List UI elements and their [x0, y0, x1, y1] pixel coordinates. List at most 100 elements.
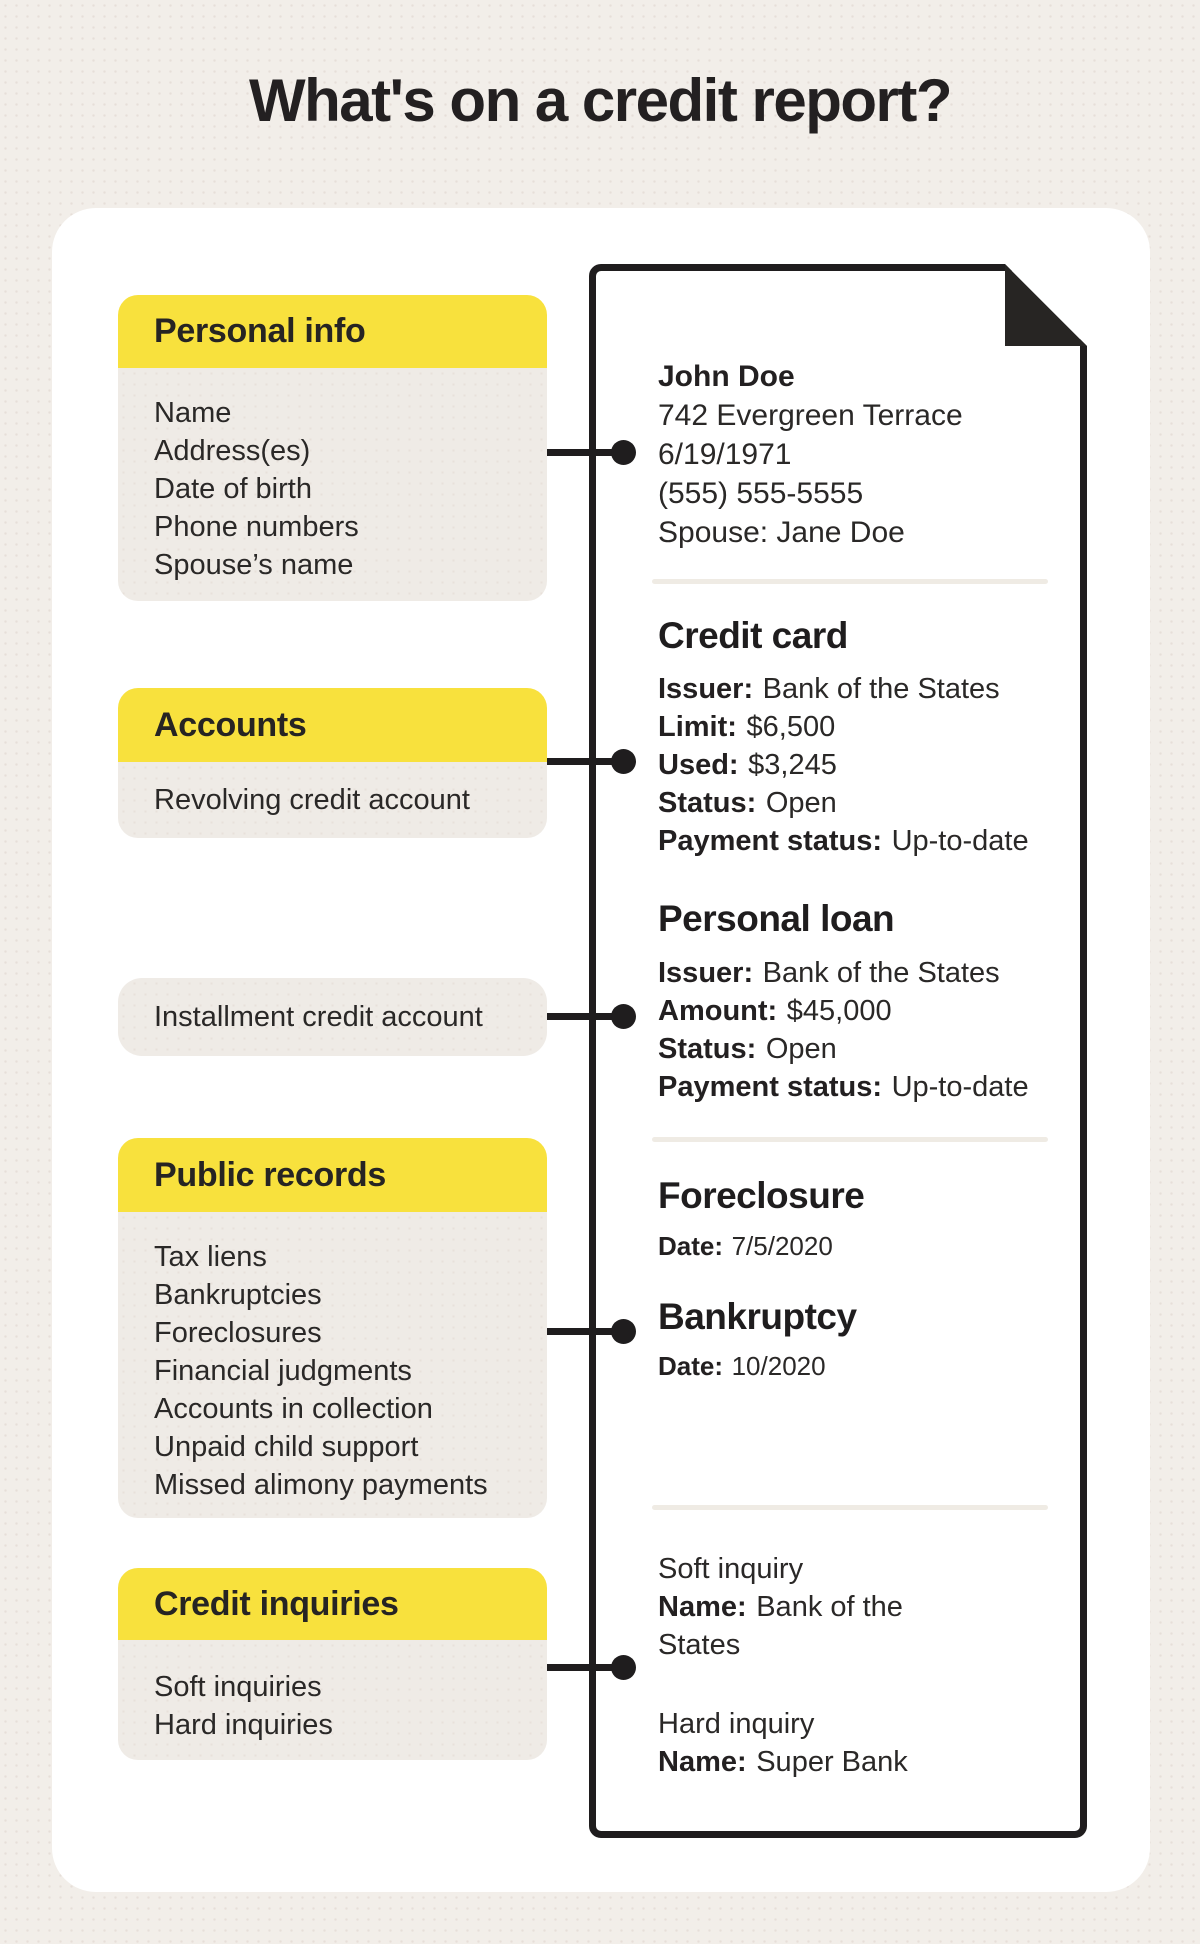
page-title: What's on a credit report? [248, 67, 953, 134]
list-item: Spouse’s name [154, 549, 354, 581]
panel-installment: Installment credit account [118, 978, 547, 1056]
doc-row: Issuer:Bank of the States [658, 670, 1058, 708]
connector-dot [611, 749, 636, 774]
doc-row: Issuer:Bank of the States [658, 954, 1058, 992]
row-label: Date: [658, 1351, 724, 1381]
doc-divider [652, 1505, 1048, 1510]
doc-bankruptcy-heading: Bankruptcy [658, 1294, 1058, 1340]
list-item: Phone numbers [154, 511, 359, 543]
row-value: Bank of the States [658, 1591, 903, 1661]
list-item: Missed alimony payments [154, 1469, 488, 1501]
connector-dot [611, 1319, 636, 1344]
doc-foreclosure-rows: Date:7/5/2020 [658, 1229, 1058, 1263]
doc-row: Name: Super Bank [658, 1743, 943, 1781]
list-item: Hard inquiries [154, 1709, 333, 1741]
list-item: Installment credit account [154, 1001, 483, 1033]
row-value: Open [765, 1033, 837, 1065]
row-label: Status: [658, 787, 757, 819]
panel-credit-inquiries-body: Soft inquiries Hard inquiries [118, 1640, 547, 1760]
panel-accounts-body: Revolving credit account [118, 762, 547, 838]
connector-dot [611, 1655, 636, 1680]
panel-credit-inquiries: Credit inquiries Soft inquiries Hard inq… [118, 1568, 547, 1760]
row-label: Status: [658, 1033, 757, 1065]
row-value: Bank of the States [762, 673, 1000, 705]
row-value: $3,245 [748, 749, 837, 781]
row-label: Date: [658, 1231, 724, 1261]
doc-row: Date:10/2020 [658, 1349, 1058, 1383]
row-value: Super Bank [756, 1746, 908, 1778]
list-item: Unpaid child support [154, 1431, 419, 1463]
connector-line [547, 1013, 625, 1020]
doc-personal-loan-heading: Personal loan [658, 896, 1058, 942]
panel-personal-info-body: Name Address(es) Date of birth Phone num… [118, 368, 547, 601]
section-heading: Personal loan [658, 898, 895, 939]
section-heading: Credit card [658, 615, 848, 656]
doc-person-spouse: Spouse: Jane Doe [658, 516, 905, 549]
doc-personal-loan-rows: Issuer:Bank of the States Amount:$45,000… [658, 954, 1058, 1106]
connector-line [547, 758, 625, 765]
list-item: Address(es) [154, 435, 311, 467]
list-item: Bankruptcies [154, 1279, 322, 1311]
doc-row: Amount:$45,000 [658, 992, 1058, 1030]
panel-public-records-header: Public records [118, 1138, 547, 1212]
doc-person-name: John Doe [658, 360, 795, 393]
doc-row: Payment status:Up-to-date [658, 1068, 1058, 1106]
doc-personal-block: John Doe 742 Evergreen Terrace 6/19/1971… [658, 357, 1058, 552]
panel-public-records-body: Tax liens Bankruptcies Foreclosures Fina… [118, 1212, 547, 1518]
panel-installment-body: Installment credit account [118, 978, 547, 1056]
row-label: Payment status: [658, 825, 883, 857]
connector-dot [611, 440, 636, 465]
list-item: Soft inquiries [154, 1671, 322, 1703]
list-item: Accounts in collection [154, 1393, 433, 1425]
row-label: Payment status: [658, 1071, 883, 1103]
list-item: Date of birth [154, 473, 312, 505]
list-item: Financial judgments [154, 1355, 412, 1387]
list-item: Name [154, 397, 232, 429]
connector-line [547, 449, 625, 456]
doc-soft-inquiry-block: Soft inquiry Name:Bank of the States [658, 1550, 943, 1664]
doc-credit-card-rows: Issuer:Bank of the States Limit:$6,500 U… [658, 670, 1058, 860]
panel-accounts-header: Accounts [118, 688, 547, 762]
doc-person-dob: 6/19/1971 [658, 438, 792, 471]
list-item: Foreclosures [154, 1317, 322, 1349]
row-label: Name: [658, 1591, 747, 1623]
panel-personal-info: Personal info Name Address(es) Date of b… [118, 295, 547, 601]
panel-accounts: Accounts Revolving credit account [118, 688, 547, 838]
doc-foreclosure-heading: Foreclosure [658, 1173, 1058, 1219]
row-value: 7/5/2020 [731, 1231, 833, 1261]
row-value: $45,000 [786, 995, 892, 1027]
row-value: Bank of the States [762, 957, 1000, 989]
section-heading: Foreclosure [658, 1175, 865, 1216]
row-label: Name: [658, 1746, 747, 1778]
panel-credit-inquiries-header: Credit inquiries [118, 1568, 547, 1640]
list-item: Tax liens [154, 1241, 267, 1273]
row-value: Up-to-date [891, 1071, 1029, 1103]
row-value: Up-to-date [891, 825, 1029, 857]
doc-bankruptcy-rows: Date:10/2020 [658, 1349, 1058, 1383]
doc-credit-card-heading: Credit card [658, 613, 1058, 659]
row-value: Open [765, 787, 837, 819]
doc-row: Limit:$6,500 [658, 708, 1058, 746]
list-item: Revolving credit account [154, 784, 470, 816]
connector-line [547, 1664, 625, 1671]
connector-line [547, 1328, 625, 1335]
doc-person-address: 742 Evergreen Terrace [658, 399, 963, 432]
doc-divider [652, 579, 1048, 584]
doc-row: Status:Open [658, 784, 1058, 822]
row-label: Issuer: [658, 957, 754, 989]
doc-row: Status:Open [658, 1030, 1058, 1068]
row-label: Limit: [658, 711, 737, 743]
doc-row: Payment status:Up-to-date [658, 822, 1058, 860]
row-label: Used: [658, 749, 739, 781]
doc-row: Name:Bank of the States [658, 1588, 943, 1664]
row-value: 10/2020 [731, 1351, 826, 1381]
inquiry-title: Hard inquiry [658, 1708, 815, 1740]
doc-divider [652, 1137, 1048, 1142]
panel-personal-info-header: Personal info [118, 295, 547, 368]
section-heading: Bankruptcy [658, 1296, 857, 1337]
doc-row: Date:7/5/2020 [658, 1229, 1058, 1263]
row-label: Issuer: [658, 673, 754, 705]
connector-dot [611, 1004, 636, 1029]
panel-public-records: Public records Tax liens Bankruptcies Fo… [118, 1138, 547, 1518]
